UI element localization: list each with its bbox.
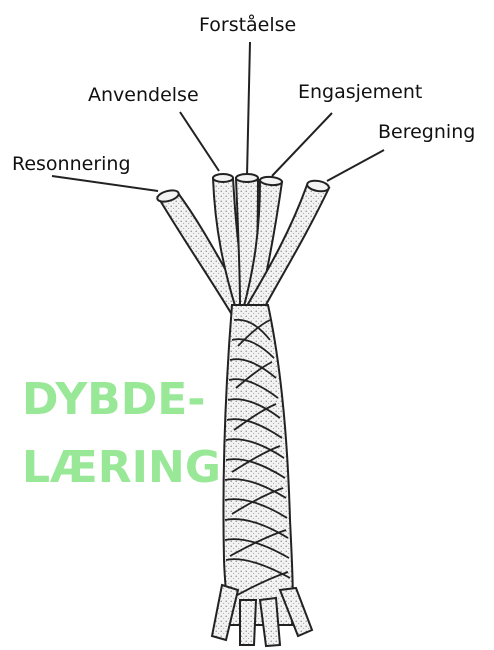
- label-resonnering: Resonnering: [12, 153, 131, 175]
- bottom-end-2: [240, 600, 256, 645]
- overlay-title-line1: DYBDE-: [22, 378, 206, 422]
- leader-line-engasjement: [272, 113, 332, 176]
- leader-line-anvendelse: [180, 112, 219, 171]
- leader-line-forstaaelse: [247, 42, 250, 176]
- label-forstaaelse: Forståelse: [199, 14, 296, 36]
- leader-line-resonnering: [52, 176, 158, 191]
- leader-line-beregning: [327, 150, 384, 181]
- label-beregning: Beregning: [378, 121, 475, 143]
- strand-end-forstaaelse: [236, 174, 258, 182]
- bottom-end-3: [260, 598, 280, 646]
- strand-end-anvendelse: [213, 174, 233, 182]
- loose-strands: [158, 178, 329, 318]
- label-anvendelse: Anvendelse: [88, 84, 199, 106]
- label-engasjement: Engasjement: [298, 81, 422, 103]
- overlay-title-line2: LÆRING: [22, 446, 221, 490]
